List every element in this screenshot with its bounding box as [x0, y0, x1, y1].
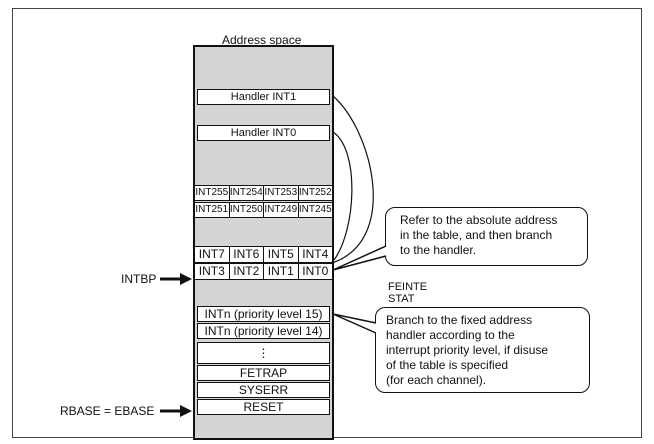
int-cell: INT245	[297, 203, 332, 217]
address-space-title: Address space	[222, 33, 302, 47]
int-table-lower-row-2: INT3 INT2 INT1 INT0	[195, 263, 332, 280]
reset-row: RESET	[197, 399, 330, 415]
int0-link-curve	[332, 131, 353, 261]
int-cell: INT4	[297, 247, 333, 262]
handler-int0: Handler INT0	[197, 125, 330, 141]
callout-line: interrupt priority level, if disuse	[386, 343, 549, 357]
absolute-address-callout: Refer to the absolute address in the tab…	[385, 207, 588, 266]
callout-line: to the handler.	[400, 243, 477, 257]
handler-int1: Handler INT1	[197, 89, 330, 105]
syserr-row: SYSERR	[197, 382, 330, 398]
upper-callout-tail	[332, 245, 387, 271]
callout-line: Branch to the fixed address	[386, 313, 533, 327]
callout-line: of the table is specified	[386, 358, 509, 372]
address-space-column: Handler INT1 Handler INT0 INT255 INT254 …	[193, 45, 334, 440]
stat-label: STAT	[388, 293, 415, 305]
callout-line: Refer to the absolute address	[400, 213, 558, 227]
int1-link-curve	[331, 95, 374, 264]
callout-line: in the table, and then branch	[400, 228, 553, 242]
callout-line: handler according to the	[386, 328, 515, 342]
intbp-arrow-head	[180, 273, 192, 285]
int-cell: INT254	[228, 186, 263, 200]
int-table-upper-row-2: INT251 INT250 INT249 INT245	[195, 202, 332, 218]
fixed-address-callout: Branch to the fixed address handler acco…	[375, 307, 590, 393]
int-cell: INT7	[198, 247, 225, 261]
int-cell: INT250	[228, 203, 263, 217]
int-cell: INT3	[198, 264, 225, 278]
int-cell: INT0	[297, 264, 333, 279]
callout-line: (for each channel).	[386, 373, 487, 387]
priority-15-row: INTn (priority level 15)	[197, 306, 330, 322]
int-cell: INT251	[195, 204, 229, 215]
int-cell: INT249	[263, 203, 298, 217]
int-cell: INT255	[195, 187, 229, 198]
int-cell: INT5	[263, 247, 298, 262]
int-cell: INT253	[263, 186, 298, 200]
feinte-label: FEINTE	[388, 281, 428, 293]
int-table-upper-row-1: INT255 INT254 INT253 INT252	[195, 185, 332, 201]
int-cell: INT6	[228, 247, 264, 262]
intbp-label: INTBP	[121, 272, 157, 286]
fetrap-row: FETRAP	[197, 365, 330, 381]
int-cell: INT1	[263, 264, 298, 279]
rbase-label: RBASE = EBASE	[60, 404, 155, 418]
priority-14-row: INTn (priority level 14)	[197, 323, 330, 339]
rbase-arrow-head	[180, 405, 192, 417]
int-cell: INT2	[228, 264, 264, 279]
int-table-lower-row-1: INT7 INT6 INT5 INT4	[195, 246, 332, 263]
int-cell: INT252	[297, 186, 332, 200]
lower-callout-tail	[332, 313, 377, 334]
ellipsis-row: ⋮	[197, 342, 330, 364]
